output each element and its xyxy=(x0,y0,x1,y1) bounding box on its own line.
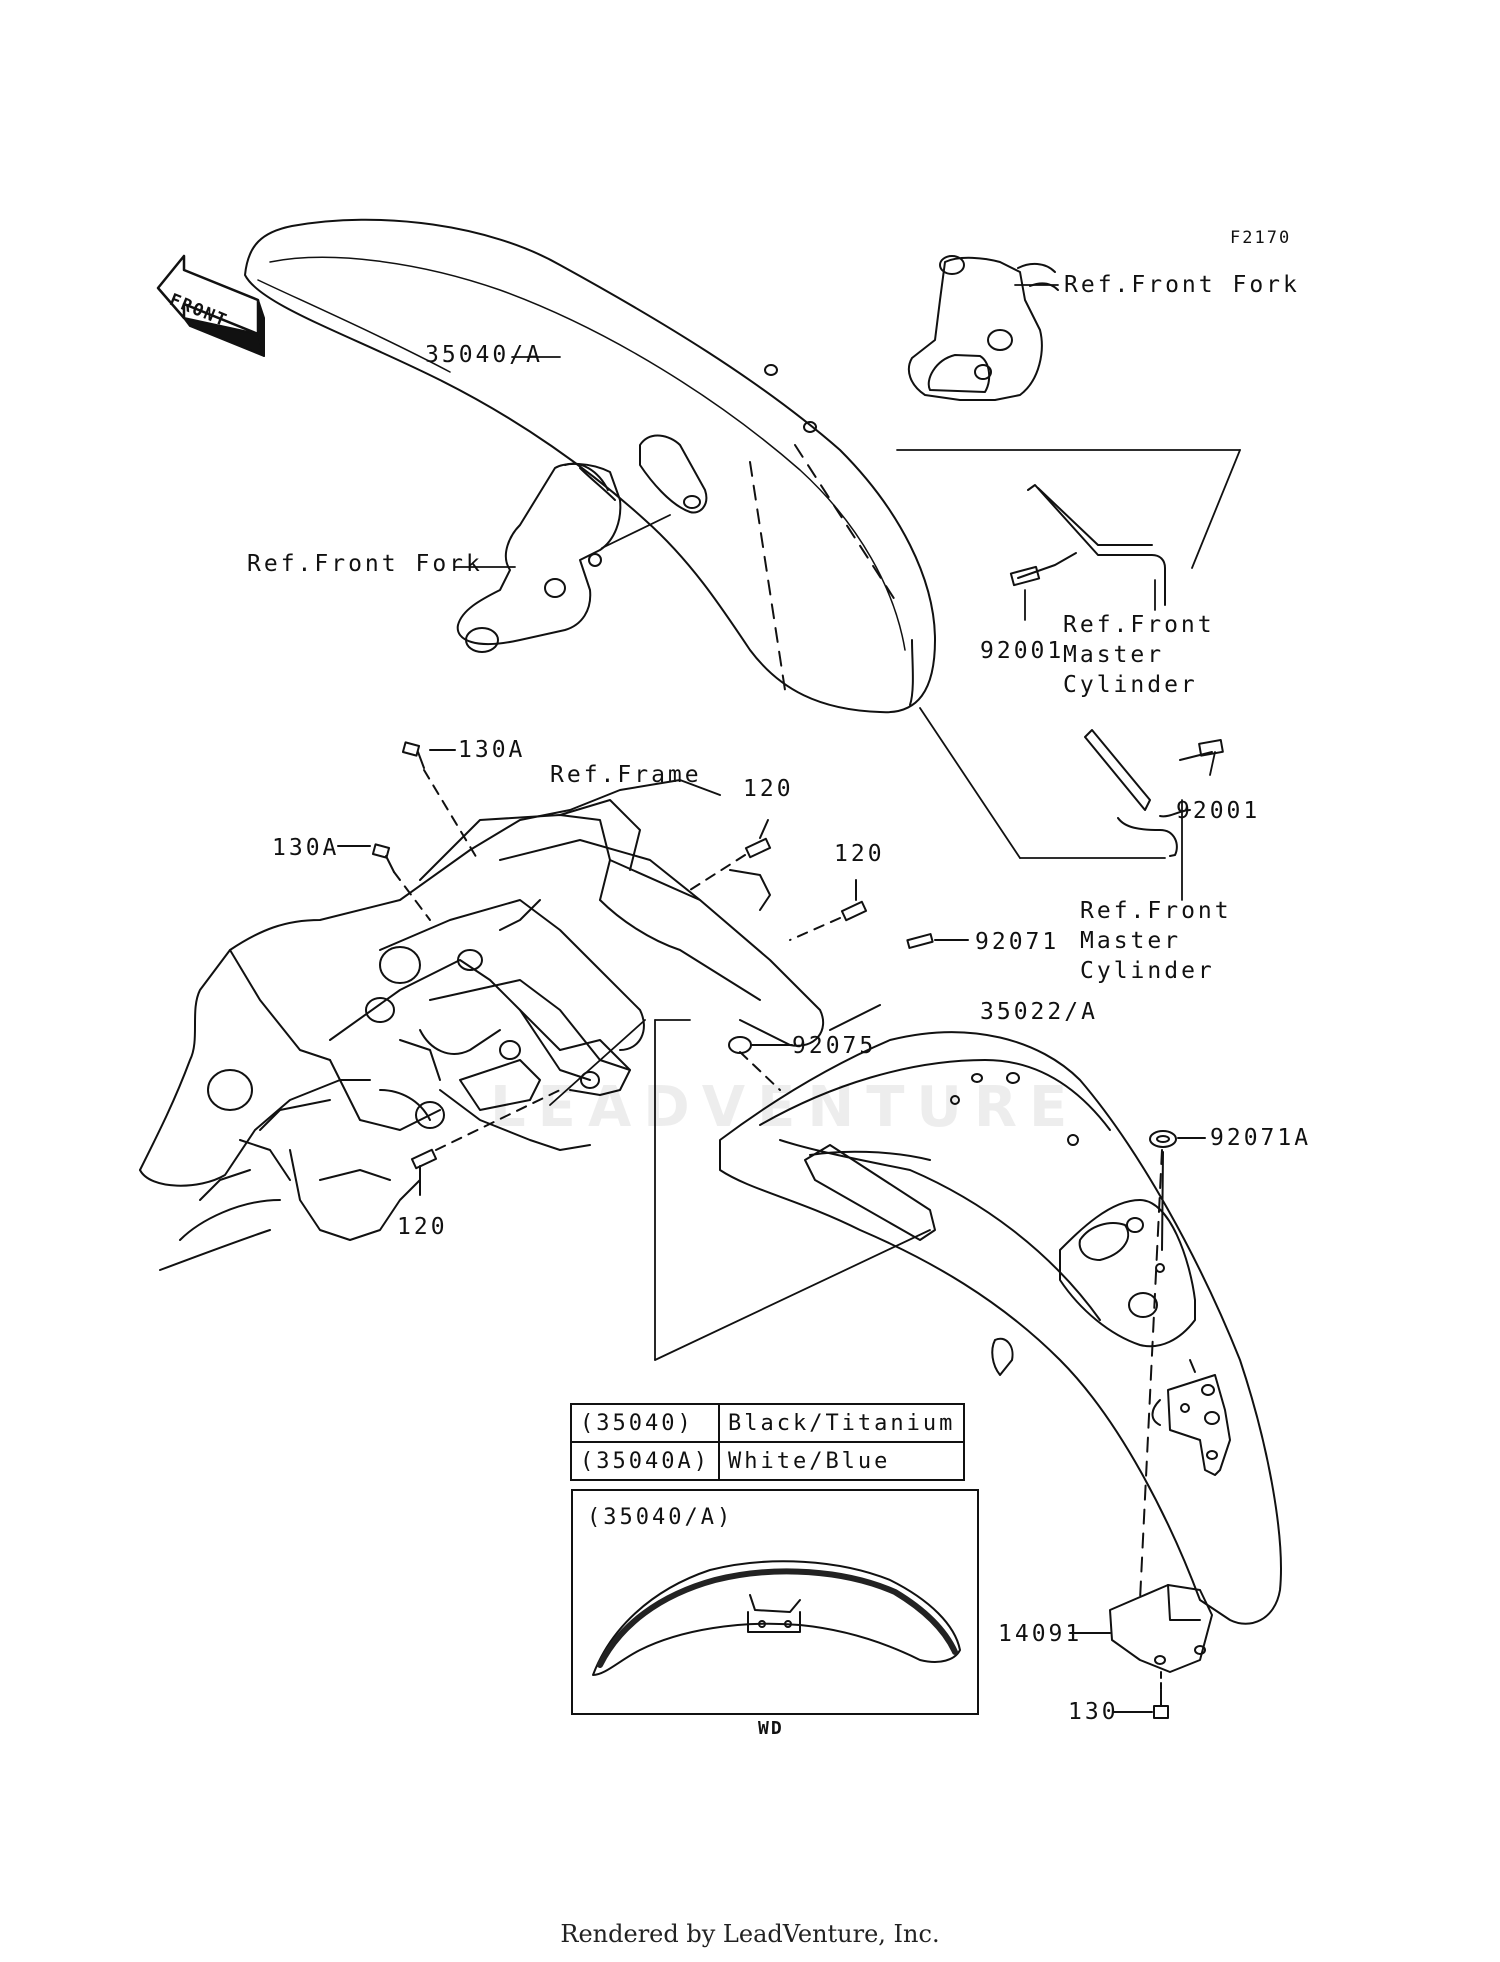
inset-title: (35040/A) xyxy=(587,1505,734,1530)
hose-clamp-lower xyxy=(1084,729,1224,857)
bolt-120-a xyxy=(689,819,772,891)
rear-fender xyxy=(719,1031,1282,1625)
grommet-92071 xyxy=(906,933,969,949)
part-label-130a-left: 130A xyxy=(272,835,340,861)
color-name-cell: White/Blue xyxy=(717,1441,966,1481)
ref-front-master-cylinder-upper: Ref.Front Master Cylinder xyxy=(1063,612,1215,698)
collar-92075 xyxy=(728,1004,881,1091)
front-fork-right xyxy=(907,255,1059,401)
part-label-120-c: 120 xyxy=(397,1214,448,1240)
front-arrow-icon xyxy=(156,254,265,357)
rear-frame xyxy=(139,779,825,1271)
part-label-35022a: 35022/A xyxy=(980,999,1098,1025)
color-table-row: (35040A) White/Blue xyxy=(570,1441,966,1481)
ref-front-master-cylinder-lower: Ref.Front Master Cylinder xyxy=(1080,898,1232,984)
color-name-cell: Black/Titanium xyxy=(717,1403,966,1443)
front-fender xyxy=(244,218,936,714)
grommet-92071a xyxy=(1149,1130,1206,1251)
part-label-92071: 92071 xyxy=(975,929,1060,955)
part-label-92001-upper: 92001 xyxy=(980,638,1065,664)
footer-credit: Rendered by LeadVenture, Inc. xyxy=(560,1920,940,1948)
color-table-row: (35040) Black/Titanium xyxy=(570,1403,966,1443)
figure-code: F2170 xyxy=(1230,228,1292,248)
inset-fender-drawing xyxy=(592,1560,961,1676)
bolt-120-c xyxy=(410,1089,561,1196)
bolt-130 xyxy=(1112,1671,1169,1719)
leader-lines-lower xyxy=(549,1019,931,1361)
inset-caption: WD xyxy=(758,1718,784,1739)
part-label-130: 130 xyxy=(1068,1699,1119,1725)
color-table: (35040) Black/Titanium (35040A) White/Bl… xyxy=(570,1403,966,1481)
leader-lines-upper xyxy=(454,284,1241,901)
bolt-130a-left xyxy=(337,843,431,921)
inset-box: (35040/A) xyxy=(571,1489,979,1715)
ref-frame: Ref.Frame xyxy=(550,762,702,788)
bolt-120-b xyxy=(789,879,868,941)
color-code-cell: (35040) xyxy=(570,1403,720,1443)
part-label-35040a: 35040/A xyxy=(425,342,543,368)
watermark: LEADVENTURE xyxy=(490,1075,1080,1140)
part-label-130a-upper: 130A xyxy=(458,737,526,763)
ref-front-fork-right: Ref.Front Fork xyxy=(1064,272,1300,298)
color-code-cell: (35040A) xyxy=(570,1441,720,1481)
front-fork-left xyxy=(456,462,622,653)
part-label-120-b: 120 xyxy=(834,841,885,867)
cover-14091 xyxy=(1069,1584,1213,1673)
part-label-14091: 14091 xyxy=(998,1621,1083,1647)
hose-clamp-upper xyxy=(1009,484,1166,606)
part-label-120-a: 120 xyxy=(743,776,794,802)
part-label-92001-lower: 92001 xyxy=(1176,798,1261,824)
part-label-92071a: 92071A xyxy=(1210,1125,1312,1151)
bolt-130a-upper xyxy=(401,741,479,861)
part-label-92075: 92075 xyxy=(792,1033,877,1059)
ref-front-fork-left: Ref.Front Fork xyxy=(247,551,483,577)
